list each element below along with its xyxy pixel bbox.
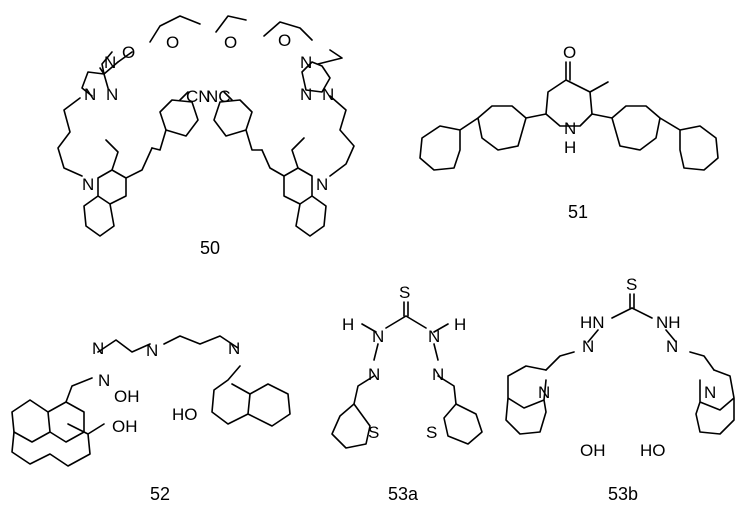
- c50-right-indole: [261, 137, 327, 237]
- compound-label-50: 50: [200, 238, 220, 258]
- c50-nitrile-right: NC: [206, 87, 231, 106]
- c50-right-butyl-chain: [329, 95, 355, 177]
- c53a-n-right: N: [428, 327, 440, 346]
- c53b-thiocarbohydrazide-core: [587, 293, 677, 343]
- c53b-n-quinoline-left: N: [538, 383, 550, 402]
- compound-label-52: 52: [150, 484, 170, 504]
- c50-triazole-n-left-1: N: [84, 85, 96, 104]
- c51-left-biphenyl: [419, 105, 547, 171]
- c50-indole-n-right: N: [316, 175, 328, 194]
- c53a-n-imine-left: N: [368, 365, 380, 384]
- compound-53b: S HN NH N N N N OH HO 53b: [505, 275, 735, 504]
- c50-triazole-n-left-2: N: [106, 85, 118, 104]
- compound-label-51: 51: [568, 202, 588, 222]
- c53b-right-quinoline: [695, 369, 735, 435]
- c52-n-3: N: [98, 371, 110, 390]
- c53b-n-imine-left: N: [582, 337, 594, 356]
- c53a-n-imine-right: N: [432, 365, 444, 384]
- c53a-s-thione: S: [399, 283, 410, 302]
- c52-lower-naphthol-2: [11, 423, 105, 467]
- c53b-oh: OH: [580, 441, 606, 460]
- c53a-left-thiophene: [331, 403, 371, 449]
- c51-ring-n: N: [564, 119, 576, 138]
- c50-o3: O: [224, 33, 237, 52]
- c53b-imine-links: [545, 351, 715, 371]
- c51-piperidinone-ring: [545, 61, 609, 127]
- c53a-h-right: H: [454, 315, 466, 334]
- compound-50: O O O O N N N N N N CN NC N N 50: [57, 15, 355, 258]
- c50-o4: O: [278, 31, 291, 50]
- c50-indole-n-left: N: [82, 175, 94, 194]
- compound-52: N N N N OH OH HO 52: [11, 335, 291, 504]
- c52-lower-left-naphthol: [11, 377, 93, 443]
- c53a-s-right-thiophene: S: [426, 423, 437, 442]
- c53a-imine-links: [353, 375, 457, 405]
- c52-n-2: N: [146, 341, 158, 360]
- c53b-s-thione: S: [626, 275, 637, 294]
- c50-o2: O: [166, 33, 179, 52]
- c52-ho: HO: [172, 405, 198, 424]
- c52-oh-1: OH: [114, 387, 140, 406]
- c53a-right-thiophene: [443, 403, 483, 445]
- c52-n-1: N: [92, 339, 104, 358]
- c50-left-benzonitrile: [151, 91, 199, 151]
- c51-carbonyl-o: O: [563, 43, 576, 62]
- compound-label-53b: 53b: [608, 484, 638, 504]
- c53b-left-quinoline: [505, 365, 547, 435]
- c51-ring-h: H: [564, 138, 576, 157]
- c50-left-triazole: [81, 51, 113, 97]
- c52-n-4: N: [228, 339, 240, 358]
- c53a-thiocarbohydrazide-core: [361, 301, 449, 361]
- c50-left-butyl-chain: [57, 97, 83, 177]
- c50-o1: O: [122, 43, 135, 62]
- c53b-nh: NH: [656, 313, 681, 332]
- c50-triazole-n-right-2: N: [322, 85, 334, 104]
- c50-right-triazole: [301, 61, 331, 93]
- c53a-n-left: N: [372, 327, 384, 346]
- c52-oh-2: OH: [112, 417, 138, 436]
- compound-51: O N H 51: [419, 43, 719, 222]
- c50-ether-chain: [117, 15, 343, 65]
- c51-right-biphenyl: [591, 105, 719, 171]
- c52-ethylene-linkers: [97, 335, 239, 353]
- c53b-hn: HN: [580, 313, 605, 332]
- compound-53a: S H N N H N N S S 53a: [331, 283, 483, 504]
- c50-triazole-n-right-1: N: [300, 85, 312, 104]
- c53a-s-left-thiophene: S: [368, 423, 379, 442]
- c52-right-naphthol: [211, 365, 291, 427]
- c50-triazole-n-top-left: N: [104, 53, 116, 72]
- c53b-n-imine-right: N: [666, 337, 678, 356]
- compound-label-53a: 53a: [388, 484, 419, 504]
- c50-left-indole: [83, 139, 153, 237]
- c50-triazole-n-top-right: N: [300, 53, 312, 72]
- c53b-n-quinoline-right: N: [704, 383, 716, 402]
- c50-nitrile-left: CN: [186, 87, 211, 106]
- c53a-h-left: H: [342, 315, 354, 334]
- c53b-ho: HO: [640, 441, 666, 460]
- c50-right-benzonitrile: [213, 91, 263, 151]
